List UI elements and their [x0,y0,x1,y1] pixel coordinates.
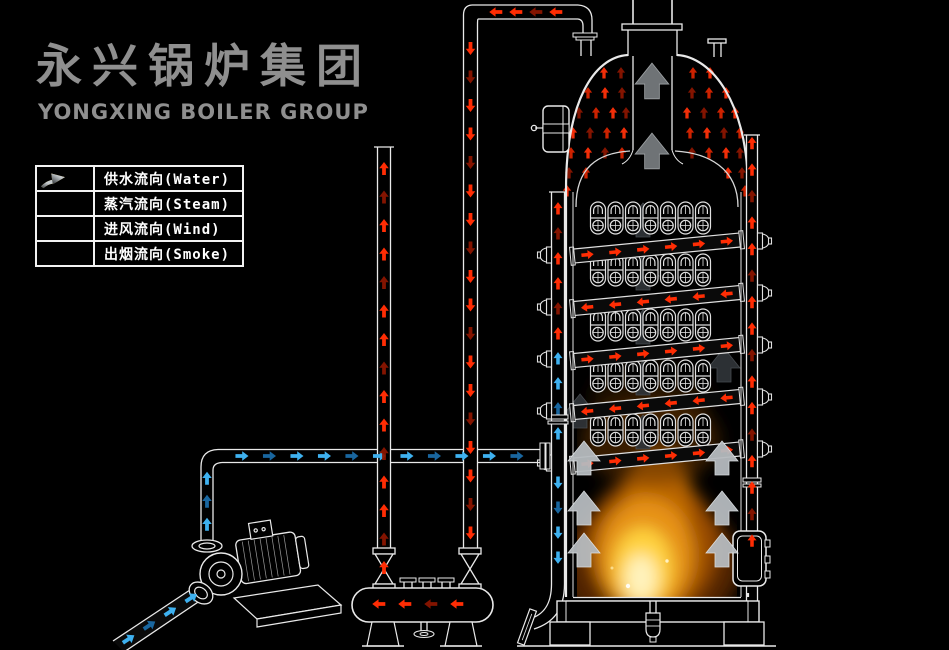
boiler-tube-unit [589,308,607,342]
boiler-tube-unit [677,308,694,342]
boiler-structure [516,0,776,647]
inclined-tube [568,386,746,423]
boiler-tube-unit [589,201,607,235]
page-title: 永兴锅炉集团 [36,39,372,93]
boiler-tube-unit [642,308,659,342]
boiler-tube-unit [694,413,712,447]
manhole-fitting [530,105,570,153]
boiler-tube-unit [694,253,712,287]
tank-nozzles [399,577,455,588]
inclined-tube [568,282,746,319]
spark [665,559,669,563]
tank-drain-valve [413,622,435,639]
boiler-tube-unit [624,253,642,287]
boiler-tube-unit [607,308,624,342]
boiler-tube-unit [659,253,677,287]
boiler-tube-unit [677,413,694,447]
boiler-tube-unit [624,359,642,393]
boiler-tube-unit [642,201,659,235]
boiler-tube-unit [589,359,607,393]
steam-outlet-pipe [462,4,598,548]
spark [610,566,614,570]
tube-end-fitting [756,336,773,354]
tube-end-fitting [756,440,773,458]
pump-volute [199,552,243,596]
inclined-tube [568,230,746,266]
smoke-arrow-icon [37,173,95,265]
boiler-tube-unit [677,253,694,287]
boiler-tube-unit [659,413,677,447]
boiler-tube-unit [642,413,659,447]
inclined-tube [568,439,746,475]
discharge-flange [191,539,223,553]
flow-arrows [121,7,757,645]
piping [112,4,598,650]
boiler-tube-unit [624,413,642,447]
boiler-tube-unit [677,201,694,235]
boiler-base [517,596,776,647]
steam-riser-pipe [374,146,394,548]
boiler-tube-unit [677,359,694,393]
boiler-tube-rows [589,201,712,447]
legend-label: 进风流向(Wind) [104,221,221,238]
boiler-tube-unit [624,308,642,342]
tube-end-fitting [536,246,553,264]
legend: 供水流向(Water) 蒸汽流向(Steam) [35,165,245,267]
legend-item-smoke: 出烟流向(Smoke) [37,173,243,265]
smoke-flow-arrows [567,62,739,568]
boiler-tube-unit [642,359,659,393]
tube-end-fitting [536,298,553,316]
steam-valve-right [458,547,482,591]
legend-label: 供水流向(Water) [104,171,231,188]
pump-motor [235,519,310,585]
boiler-tube-unit [694,308,712,342]
boiler-tube-unit [642,253,659,287]
boiler-tube-unit [607,253,624,287]
boiler-tube-unit [607,359,624,393]
tube-end-fitting [536,350,553,368]
boiler-tube-unit [607,413,624,447]
legend-label: 蒸汽流向(Steam) [104,196,231,213]
boiler-tube-unit [694,201,712,235]
steam-header-tank [351,577,494,647]
page-subtitle: YONGXING BOILER GROUP [38,100,369,124]
tube-end-fitting [536,402,553,420]
tube-end-fitting [756,388,773,406]
dome-vent-fitting [707,38,727,57]
boiler-tube-unit [694,359,712,393]
boiler-tube-unit [659,308,677,342]
boiler-tube-unit [624,201,642,235]
tube-end-fitting [756,284,773,302]
downcomer-flange [516,608,538,646]
boiler-tube-unit [589,413,607,447]
tube-end-fitting [756,232,773,250]
feed-pump [188,519,343,628]
fire-door [732,530,771,587]
chimney [621,0,684,165]
boiler-tube-unit [607,201,624,235]
legend-label: 出烟流向(Smoke) [104,246,231,263]
boiler-tube-unit [659,201,677,235]
boiler-tube-unit [659,359,677,393]
spark [625,583,631,589]
